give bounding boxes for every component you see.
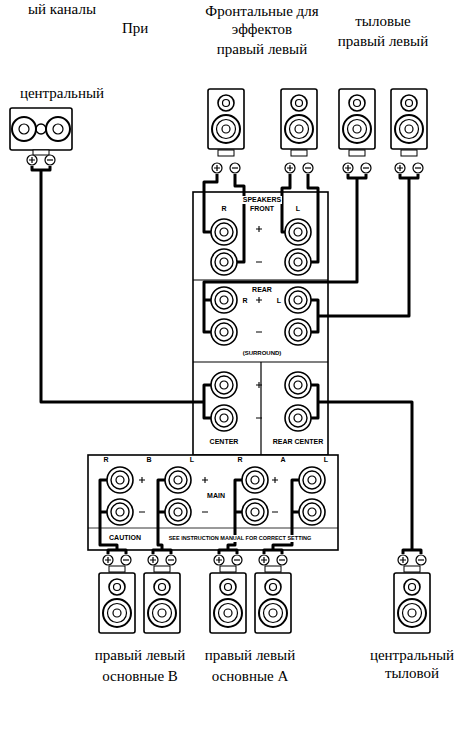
panel-label: FRONT <box>249 205 275 213</box>
speaker-label: центральный тыловой <box>362 646 462 682</box>
caution-note: SEE INSTRUCTION MANUAL FOR CORRECT SETTI… <box>168 535 313 542</box>
speaker-label: основные A <box>212 667 289 685</box>
panel-label: (SURROUND) <box>242 350 283 357</box>
caption-fragment: При <box>122 19 148 37</box>
panel-label: MAIN <box>206 492 226 500</box>
rear-speakers <box>339 89 427 173</box>
caution-label: CAUTION <box>108 534 142 542</box>
channel-letter: L <box>276 297 282 305</box>
panel-label: A <box>279 456 286 464</box>
speaker-label: правый левый <box>338 32 428 50</box>
main-and-rear-center-speakers <box>99 555 430 633</box>
channel-letter: R <box>236 456 243 464</box>
center-speaker <box>10 108 72 165</box>
channel-letter: R <box>102 456 109 464</box>
amplifier-terminal-panel <box>88 192 338 550</box>
speaker-label: правый левый <box>205 646 295 664</box>
panel-label: B <box>145 456 152 464</box>
caption-fragment: ый каналы <box>28 0 96 18</box>
polarity-marks <box>139 226 278 512</box>
panel-label: REAR <box>251 286 273 294</box>
panel-label: CENTER <box>209 438 240 446</box>
speaker-label: центральный <box>20 84 104 102</box>
panel-label: SPEAKERS <box>242 196 283 204</box>
panel-label: REAR CENTER <box>272 438 325 446</box>
speaker-label: Фронтальные для эффектов <box>200 2 325 38</box>
channel-letter: R <box>220 205 227 213</box>
speaker-terminals <box>107 219 325 525</box>
speaker-label: тыловые <box>355 12 410 30</box>
speaker-label: основные B <box>102 667 178 685</box>
front-effect-speakers <box>208 89 317 173</box>
channel-letter: R <box>241 297 248 305</box>
speaker-wires <box>32 166 421 554</box>
speaker-label: правый левый <box>217 40 307 58</box>
speaker-label: правый левый <box>95 646 185 664</box>
channel-letter: L <box>323 456 329 464</box>
channel-letter: L <box>295 205 301 213</box>
channel-letter: L <box>189 456 195 464</box>
